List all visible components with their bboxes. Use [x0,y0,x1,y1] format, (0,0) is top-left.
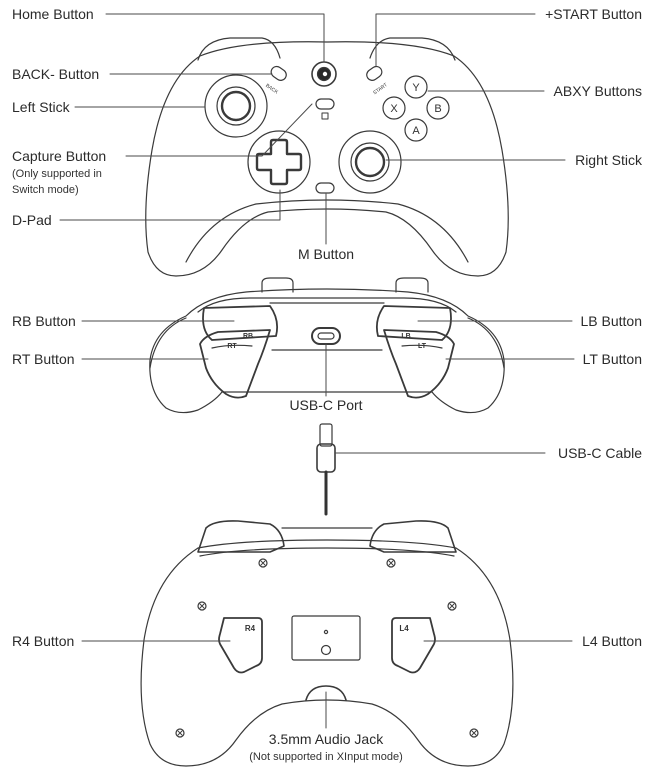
x-button-shape [382,96,406,120]
rb-button-label: RB Button [12,313,76,329]
lb-button-label: LB Button [580,313,643,329]
face-letter-x: X [390,103,398,115]
front-lower-contour [185,199,469,263]
small-rt-text: RT [227,343,237,350]
r4-paddle-shape [218,617,263,674]
capture-note-line2: Switch mode) [12,184,79,196]
left-stick-label: Left Stick [12,99,70,115]
front-body-outline [145,41,509,277]
top-left-side [149,317,187,369]
left-stick [204,74,268,138]
back-plate-button [320,644,332,656]
start-button-label: +START Button [545,6,642,22]
a-button-shape [404,118,428,142]
front-view: Y X B A BACK START [145,37,509,277]
back-right-bumper [369,520,457,553]
y-button-shape [404,75,428,99]
small-back-text: BACK [264,83,279,96]
start-button-shape [366,65,383,81]
back-screws [175,558,479,738]
audio-jack-shape [305,685,347,701]
top-view: RB RT LB LT [149,277,505,414]
face-letter-a: A [412,125,420,137]
small-r4-text: R4 [245,624,256,633]
capture-note-line1: (Only supported in [12,168,102,180]
audio-jack-label: 3.5mm Audio Jack [268,731,384,747]
top-left-stick-cap [261,277,294,293]
top-rear-plate [197,297,457,313]
usb-c-port-shape [311,327,341,345]
capture-button-shape [315,98,335,110]
usb-c-port-label: USB-C Port [289,397,363,413]
top-right-trigger-block [375,305,455,399]
audio-jack-note: (Not supported in XInput mode) [249,751,403,763]
back-left-bumper [197,520,285,553]
dpad-label: D-Pad [12,212,52,228]
l4-button-label: L4 Button [582,633,642,649]
b-button-shape [426,96,450,120]
capture-square-mark [321,112,329,120]
small-rb-text: RB [243,333,253,340]
back-view: R4 L4 [140,520,514,767]
rt-button-label: RT Button [12,351,75,367]
top-left-trigger-block [199,305,279,399]
face-letter-y: Y [412,82,420,94]
face-letter-b: B [434,103,441,115]
right-stick [338,130,402,194]
top-right-stick-cap [395,277,429,293]
dpad-shape [247,130,311,194]
back-button-label: BACK- Button [12,66,100,82]
r4-button-label: R4 Button [12,633,75,649]
usb-c-cable-shape [316,423,336,516]
top-body-outline [149,288,505,414]
small-lb-text: LB [401,333,410,340]
back-button-shape [270,65,287,81]
small-start-text: START [372,82,388,96]
back-inner-contour [199,547,455,557]
home-button-label: Home Button [12,6,94,22]
front-right-bumper [369,37,456,61]
small-l4-text: L4 [399,624,409,633]
front-left-bumper [197,37,281,61]
usb-c-cable-label: USB-C Cable [557,445,642,461]
top-right-side [467,317,505,369]
home-button-shape [311,61,337,87]
small-lt-text: LT [418,343,427,350]
m-button-label: M Button [297,246,355,262]
usb-c-port-inner [317,332,335,340]
back-plate-dot [323,629,329,635]
lt-button-label: LT Button [582,351,642,367]
abxy-buttons-label: ABXY Buttons [553,83,642,99]
capture-button-label: Capture Button [12,148,107,164]
m-button-shape [315,182,335,194]
back-center-plate [291,615,361,661]
right-stick-label: Right Stick [575,152,642,168]
back-body-outline [140,539,514,767]
leader-lines [59,13,575,729]
